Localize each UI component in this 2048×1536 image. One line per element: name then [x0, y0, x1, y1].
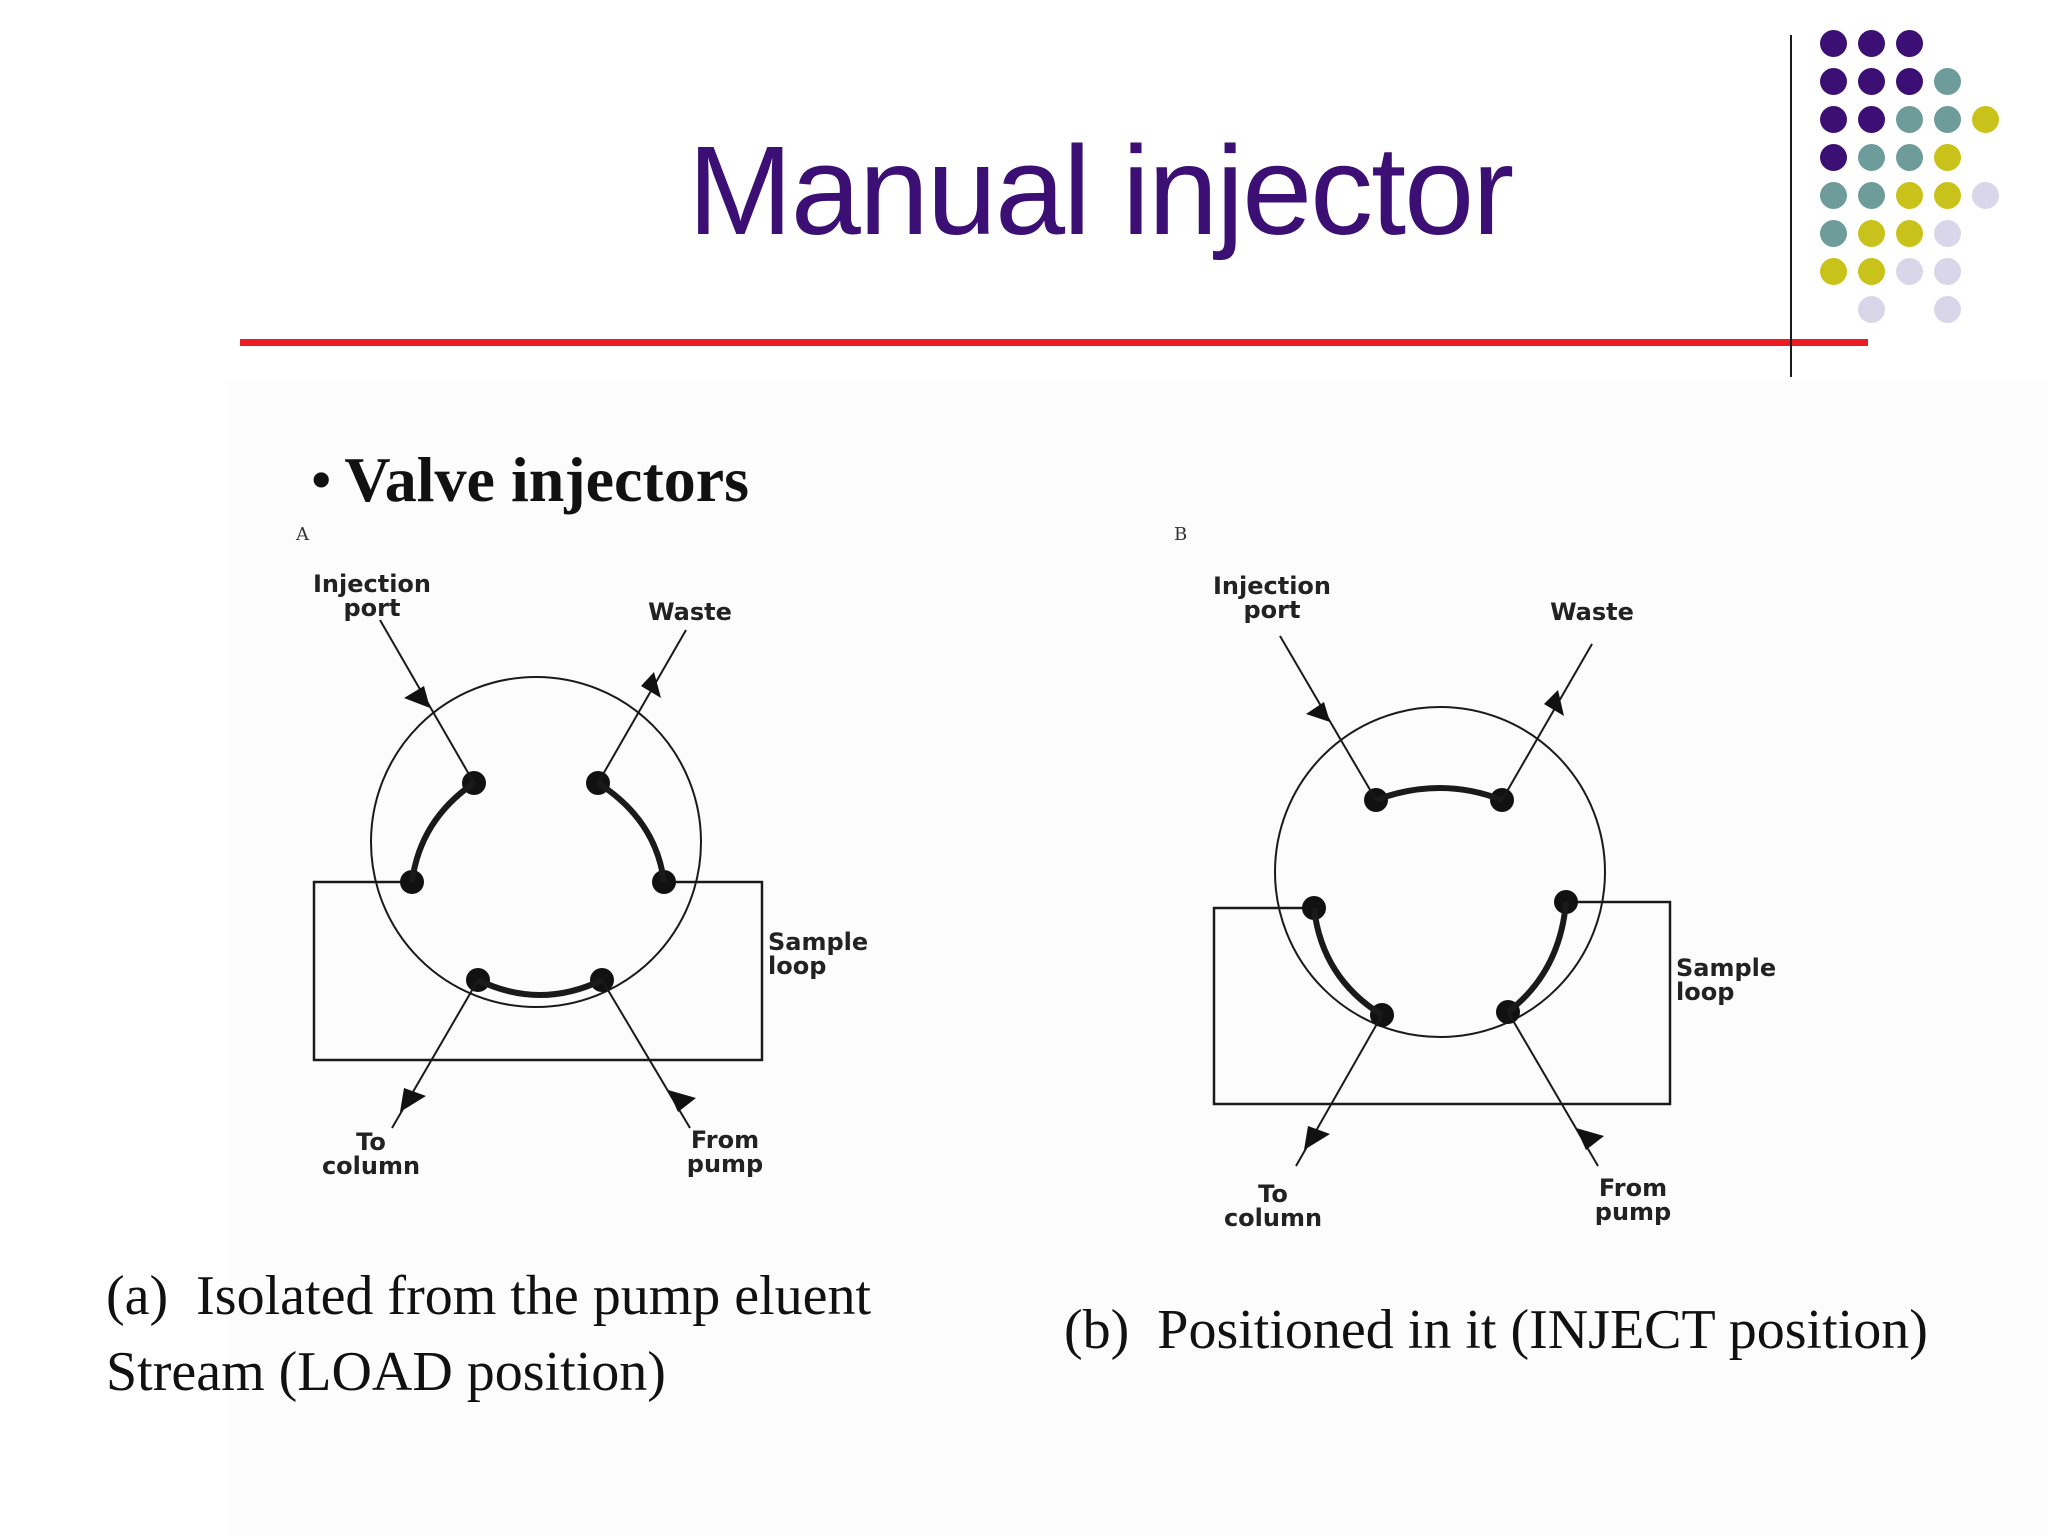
dot	[1820, 68, 1847, 95]
figure-panel	[228, 380, 2048, 1536]
arrow-head	[1576, 1128, 1604, 1150]
dot	[1858, 296, 1885, 323]
channel	[1374, 785, 1504, 803]
dot	[1896, 144, 1923, 171]
dot	[1858, 30, 1885, 57]
dot	[1858, 258, 1885, 285]
label-sample-loop-a: Sample loop	[768, 930, 878, 978]
label-line: To	[356, 1128, 386, 1156]
dot	[1896, 68, 1923, 95]
dot	[1896, 106, 1923, 133]
label-to-column-b: To column	[1218, 1182, 1328, 1230]
label-line: To	[1258, 1180, 1288, 1208]
bullet-mark: •	[310, 444, 333, 515]
arrow-head	[1544, 690, 1564, 716]
dot	[1896, 30, 1923, 57]
diagram-letter-b: B	[1174, 524, 1188, 545]
dot	[1934, 258, 1961, 285]
diagram-b	[1212, 635, 1672, 1167]
channel	[1506, 901, 1569, 1015]
bullet-item: •Valve injectors	[310, 448, 749, 512]
waste-line-b	[1501, 643, 1593, 801]
arrow-head	[400, 1088, 426, 1112]
label-line: column	[321, 1152, 421, 1180]
arrow-head	[1304, 1126, 1330, 1150]
dot	[1820, 258, 1847, 285]
valve-body-a	[370, 676, 702, 1008]
slide-title: Manual injector	[687, 120, 1514, 261]
label-from-pump-a: From pump	[680, 1128, 770, 1176]
arrow-head	[641, 672, 661, 698]
dot	[1820, 220, 1847, 247]
label-sample-loop-b: Sample loop	[1676, 956, 1786, 1004]
dot	[1934, 220, 1961, 247]
label-waste-b: Waste	[1550, 598, 1634, 626]
label-injection-port-a: Injection port	[312, 572, 432, 620]
label-line: From	[1598, 1174, 1668, 1202]
channel	[596, 780, 667, 883]
vertical-divider	[1790, 35, 1792, 377]
dot	[1972, 106, 1999, 133]
label-line: pump	[1594, 1198, 1672, 1226]
arrow-head	[1306, 702, 1330, 722]
bullet-text: Valve injectors	[344, 444, 750, 515]
diagram-letter-a: A	[296, 524, 309, 545]
dot	[1934, 182, 1961, 209]
label-line: port	[1243, 596, 1301, 624]
sample-loop-a	[312, 880, 764, 1062]
dot	[1972, 182, 1999, 209]
sample-loop-b	[1212, 900, 1672, 1106]
label-line: Sample	[1676, 954, 1777, 982]
dot	[1896, 258, 1923, 285]
dot	[1858, 144, 1885, 171]
dot	[1820, 30, 1847, 57]
label-line: Injection	[1212, 572, 1332, 600]
label-line: From	[690, 1126, 760, 1154]
dot	[1820, 106, 1847, 133]
decorative-dot-grid	[1820, 30, 2020, 330]
title-underline	[240, 339, 1868, 346]
label-injection-port-b: Injection port	[1212, 574, 1332, 622]
dot	[1858, 106, 1885, 133]
dot	[1934, 296, 1961, 323]
dot	[1858, 182, 1885, 209]
caption-b: (b) Positioned in it (INJECT position)	[1064, 1292, 1928, 1368]
label-line: loop	[1676, 978, 1735, 1006]
waste-line-a	[597, 629, 687, 784]
dot	[1820, 182, 1847, 209]
label-line: Sample	[768, 928, 869, 956]
caption-a: (a) Isolated from the pump eluent Stream…	[106, 1258, 871, 1410]
dot	[1820, 144, 1847, 171]
label-line: Injection	[312, 570, 432, 598]
label-waste-a: Waste	[648, 598, 732, 626]
channel	[409, 780, 476, 883]
channel	[476, 977, 604, 998]
valve-body-b	[1274, 706, 1606, 1038]
dot	[1858, 220, 1885, 247]
dot	[1934, 144, 1961, 171]
label-line: port	[343, 594, 401, 622]
dot	[1934, 106, 1961, 133]
label-line: pump	[686, 1150, 764, 1178]
diagram-a	[312, 619, 764, 1129]
caption-line: Stream (LOAD position)	[106, 1341, 666, 1403]
label-line: column	[1223, 1204, 1323, 1232]
label-line: loop	[768, 952, 827, 980]
dot	[1934, 68, 1961, 95]
label-from-pump-b: From pump	[1588, 1176, 1678, 1224]
dot	[1858, 68, 1885, 95]
dot	[1896, 220, 1923, 247]
channel	[1311, 907, 1384, 1018]
arrow-head	[668, 1090, 696, 1112]
dot	[1896, 182, 1923, 209]
caption-line: (a) Isolated from the pump eluent	[106, 1265, 872, 1327]
caption-line: (b) Positioned in it (INJECT position)	[1064, 1299, 1928, 1361]
label-to-column-a: To column	[316, 1130, 426, 1178]
arrow-head	[404, 686, 430, 708]
